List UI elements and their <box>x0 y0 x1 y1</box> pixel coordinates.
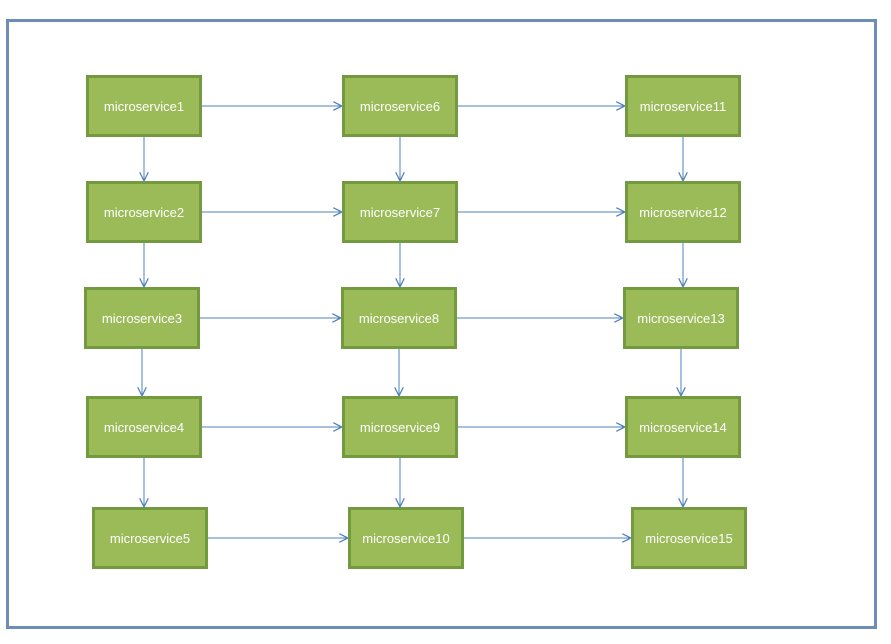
node-microservice6[interactable]: microservice6 <box>342 75 458 137</box>
node-microservice10[interactable]: microservice10 <box>348 507 464 569</box>
node-label: microservice3 <box>101 310 183 326</box>
node-label: microservice15 <box>645 530 733 546</box>
node-microservice4[interactable]: microservice4 <box>86 396 202 458</box>
node-microservice14[interactable]: microservice14 <box>625 396 741 458</box>
node-label: microservice8 <box>358 310 440 326</box>
node-microservice8[interactable]: microservice8 <box>341 287 457 349</box>
node-microservice2[interactable]: microservice2 <box>86 181 202 243</box>
node-label: microservice10 <box>362 530 450 546</box>
node-label: microservice13 <box>637 310 725 326</box>
node-label: microservice4 <box>103 419 185 435</box>
node-label: microservice7 <box>359 204 441 220</box>
node-microservice11[interactable]: microservice11 <box>625 75 741 137</box>
node-label: microservice11 <box>639 98 727 114</box>
node-microservice7[interactable]: microservice7 <box>342 181 458 243</box>
node-microservice3[interactable]: microservice3 <box>84 287 200 349</box>
node-label: microservice12 <box>639 204 727 220</box>
node-label: microservice2 <box>103 204 185 220</box>
node-label: microservice5 <box>109 530 191 546</box>
node-label: microservice9 <box>359 419 441 435</box>
node-microservice12[interactable]: microservice12 <box>625 181 741 243</box>
node-microservice9[interactable]: microservice9 <box>342 396 458 458</box>
node-label: microservice6 <box>359 98 441 114</box>
node-microservice15[interactable]: microservice15 <box>631 507 747 569</box>
node-label: microservice14 <box>639 419 727 435</box>
node-microservice1[interactable]: microservice1 <box>86 75 202 137</box>
node-label: microservice1 <box>103 98 185 114</box>
node-microservice5[interactable]: microservice5 <box>92 507 208 569</box>
edge-layer <box>142 106 683 538</box>
node-microservice13[interactable]: microservice13 <box>623 287 739 349</box>
